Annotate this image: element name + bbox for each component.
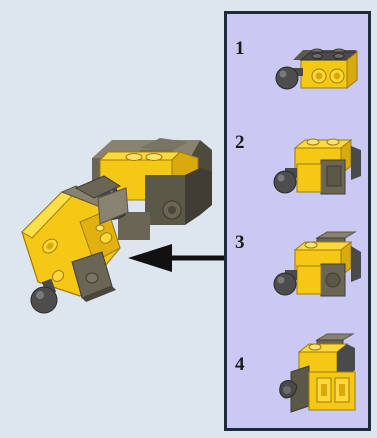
step-number: 2	[235, 132, 245, 153]
step-number: 4	[235, 354, 245, 375]
step-3: 3	[227, 220, 368, 316]
step-1-assembly-icon	[275, 48, 359, 90]
step-1: 1	[227, 18, 368, 114]
step-number: 3	[235, 232, 245, 253]
model-gray-side-blocks	[118, 168, 212, 240]
step-2: 2	[227, 118, 368, 214]
step-number: 1	[235, 38, 245, 59]
step-3-assembly-icon	[273, 231, 361, 297]
model-yellow-lower-assembly	[21, 175, 129, 302]
step-4-assembly-icon	[279, 333, 356, 413]
steps-panel: 1 2	[224, 11, 371, 431]
model-ball-joint	[30, 278, 58, 314]
assembled-model-illustration	[21, 138, 212, 314]
step-2-assembly-icon	[273, 138, 361, 195]
step-4: 4	[227, 324, 368, 420]
